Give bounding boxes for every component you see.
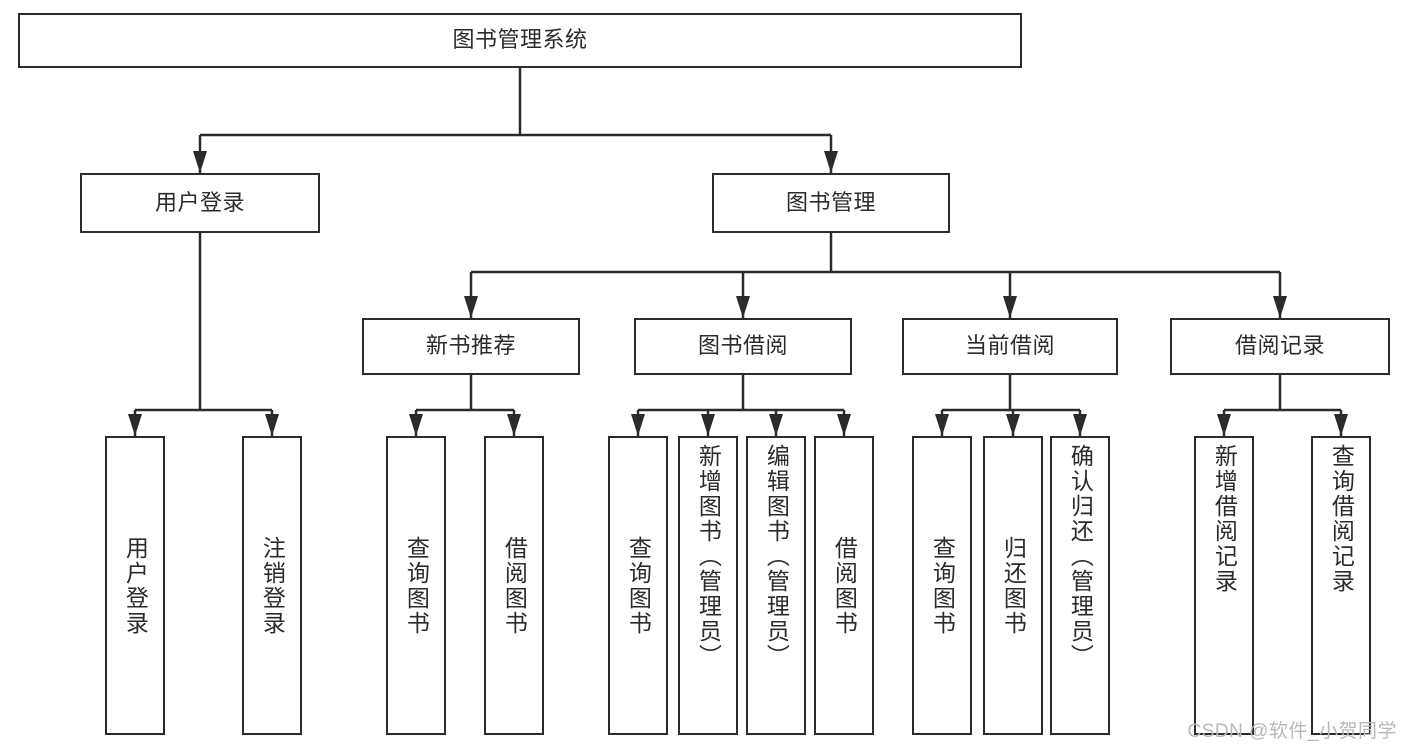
arrow-head-icon: [701, 414, 715, 436]
node-label: 查询图书: [625, 535, 652, 636]
node-label: 查询借阅记录: [1328, 444, 1355, 594]
node-leaf-new-2[interactable]: 借阅图书: [484, 436, 544, 735]
node-leaf-borrow-2[interactable]: 新增图书（管理员）: [678, 436, 738, 735]
arrow-head-icon: [507, 414, 521, 436]
node-label: 新增图书（管理员）: [695, 444, 722, 669]
node-label: 注销登录: [259, 535, 286, 636]
node-leaf-cur-2[interactable]: 归还图书: [983, 436, 1043, 735]
node-label: 用户登录: [122, 535, 149, 636]
arrow-head-icon: [1073, 414, 1087, 436]
node-leaf-cur-1[interactable]: 查询图书: [912, 436, 972, 735]
node-leaf-rec-2[interactable]: 查询借阅记录: [1311, 436, 1371, 735]
arrow-head-icon: [769, 414, 783, 436]
node-label: 图书借阅: [697, 333, 788, 359]
node-login[interactable]: 用户登录: [80, 173, 320, 233]
arrow-head-icon: [464, 296, 478, 318]
node-label: 借阅记录: [1234, 333, 1325, 359]
arrow-head-icon: [265, 414, 279, 436]
node-leaf-cur-3[interactable]: 确认归还（管理员）: [1050, 436, 1110, 735]
arrow-head-icon: [1334, 414, 1348, 436]
arrow-head-icon: [1217, 414, 1231, 436]
node-root[interactable]: 图书管理系统: [18, 13, 1022, 68]
node-label: 图书管理: [785, 189, 876, 215]
node-leaf-login-2[interactable]: 注销登录: [242, 436, 302, 735]
node-label: 查询图书: [929, 535, 956, 636]
node-leaf-rec-1[interactable]: 新增借阅记录: [1194, 436, 1254, 735]
node-label: 查询图书: [403, 535, 430, 636]
node-label: 用户登录: [154, 189, 245, 215]
node-label: 当前借阅: [964, 333, 1055, 359]
node-borrow[interactable]: 图书借阅: [634, 318, 852, 375]
arrow-head-icon: [409, 414, 423, 436]
arrow-head-icon: [736, 296, 750, 318]
node-label: 归还图书: [1000, 535, 1027, 636]
watermark-text: CSDN @软件_小贺同学: [1187, 721, 1397, 742]
node-leaf-login-1[interactable]: 用户登录: [105, 436, 165, 735]
arrow-head-icon: [935, 414, 949, 436]
node-records[interactable]: 借阅记录: [1170, 318, 1390, 375]
arrow-head-icon: [837, 414, 851, 436]
arrow-head-icon: [631, 414, 645, 436]
node-label: 图书管理系统: [452, 27, 588, 53]
node-label: 新书推荐: [425, 333, 516, 359]
node-label: 编辑图书（管理员）: [763, 444, 790, 669]
node-current[interactable]: 当前借阅: [902, 318, 1118, 375]
arrow-head-icon: [1003, 296, 1017, 318]
arrow-head-icon: [193, 151, 207, 173]
arrow-head-icon: [128, 414, 142, 436]
node-leaf-new-1[interactable]: 查询图书: [386, 436, 446, 735]
node-label: 确认归还（管理员）: [1067, 444, 1094, 669]
node-leaf-borrow-3[interactable]: 编辑图书（管理员）: [746, 436, 806, 735]
node-newbook[interactable]: 新书推荐: [362, 318, 580, 375]
arrow-head-icon: [1006, 414, 1020, 436]
node-label: 新增借阅记录: [1211, 444, 1238, 594]
node-label: 借阅图书: [501, 535, 528, 636]
node-leaf-borrow-1[interactable]: 查询图书: [608, 436, 668, 735]
node-leaf-borrow-4[interactable]: 借阅图书: [814, 436, 874, 735]
arrow-head-icon: [1273, 296, 1287, 318]
node-label: 借阅图书: [831, 535, 858, 636]
node-bookmgmt[interactable]: 图书管理: [712, 173, 950, 233]
arrow-head-icon: [824, 151, 838, 173]
